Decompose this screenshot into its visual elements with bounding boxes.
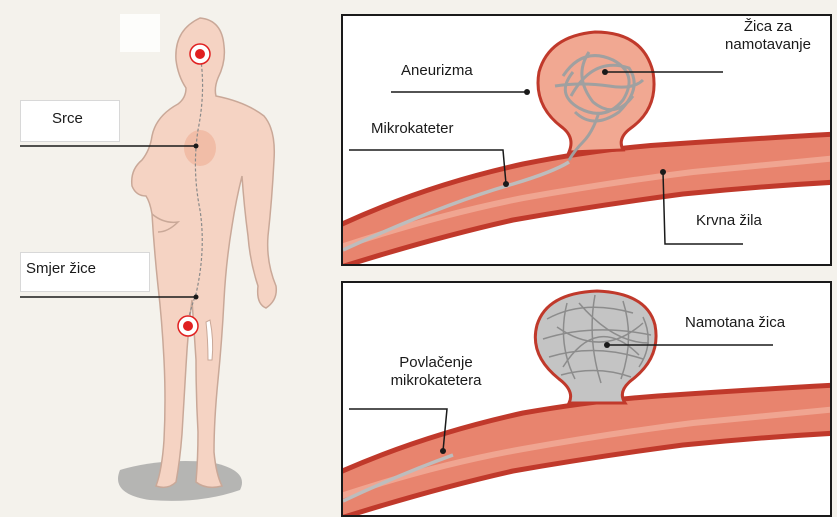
floor-shadow — [118, 461, 242, 501]
namotana-zica-label: Namotana žica — [685, 314, 785, 332]
zica-za-namotavanje-label: Žica za namotavanje — [713, 18, 823, 54]
target-marker-icon — [190, 44, 210, 64]
krvna-zila-label: Krvna žila — [696, 212, 762, 230]
povlacenje-line2: mikrokatetera — [368, 372, 504, 390]
smjer-zice-label: Smjer žice — [26, 260, 96, 278]
decorative-square — [120, 14, 160, 52]
blood-vessel — [343, 134, 830, 264]
povlacenje-line1: Povlačenje — [368, 354, 504, 372]
target-marker-icon — [178, 316, 198, 336]
mikrokateter-label: Mikrokateter — [371, 120, 454, 138]
povlacenje-mikrokatetera-label: Povlačenje mikrokatetera — [368, 354, 504, 390]
aneurysm — [538, 32, 654, 152]
heart-area — [184, 130, 216, 166]
aneurizma-label: Aneurizma — [401, 62, 473, 80]
zica-line1: Žica za — [713, 18, 823, 36]
body-silhouette — [132, 18, 277, 487]
srce-label: Srce — [52, 110, 83, 128]
zica-line2: namotavanje — [713, 36, 823, 54]
